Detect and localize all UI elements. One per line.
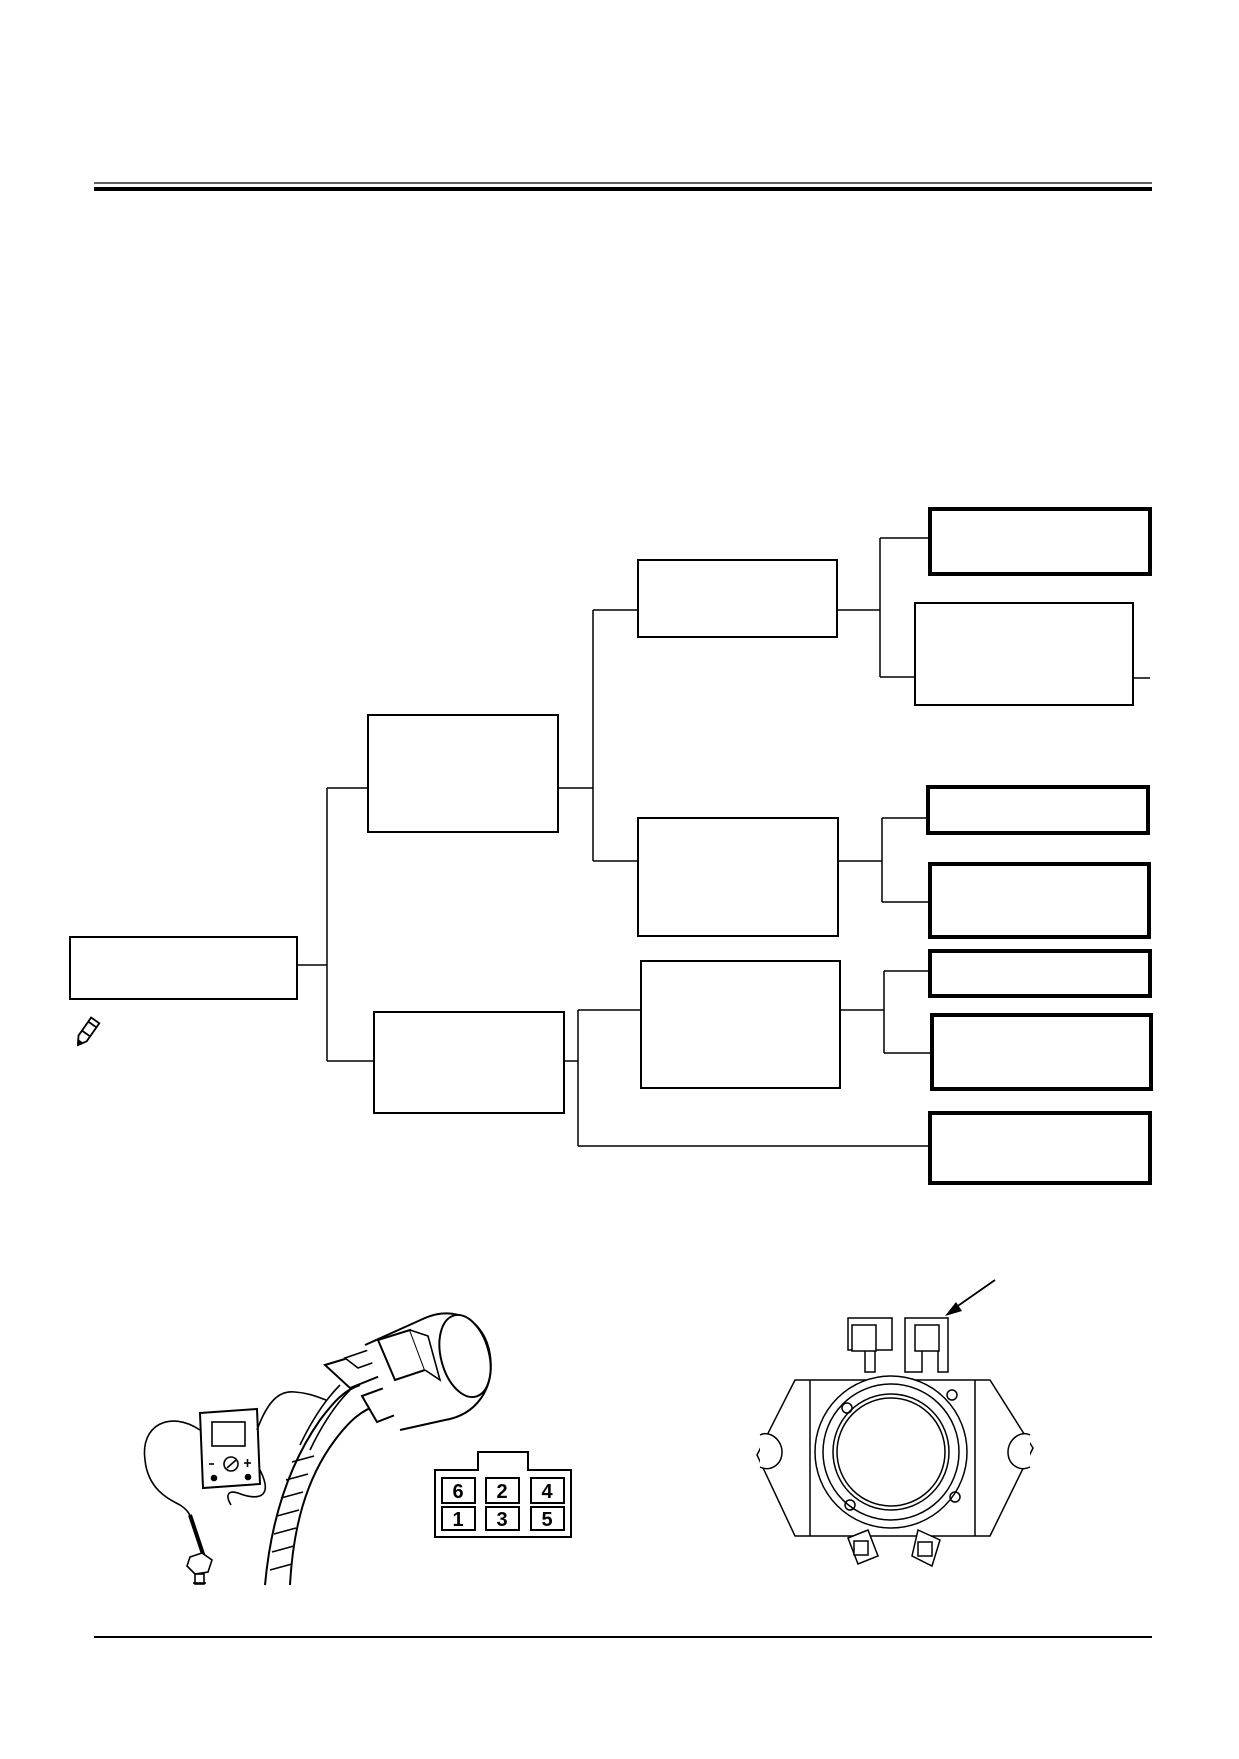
continuity-test-illustration [143, 1312, 492, 1586]
flowchart-box-upper-a [637, 559, 838, 638]
flowchart-box-root [69, 936, 298, 1000]
flowchart-box-lower-branch [373, 1011, 565, 1114]
flowchart-box-result-3 [926, 785, 1150, 835]
flowchart-box-lower-a [640, 960, 841, 1089]
flowchart-box-result-2 [914, 602, 1134, 706]
pin-label: 6 [452, 1481, 463, 1503]
flowchart-box-result-4 [928, 862, 1151, 939]
stator-icon [756, 1279, 1034, 1568]
flowchart-box-upper-branch [367, 714, 559, 833]
connector-pinout: 6 2 4 1 3 5 [434, 1451, 572, 1538]
multimeter-icon [198, 1407, 262, 1490]
pin-label: 4 [541, 1481, 553, 1503]
pin-label: 2 [496, 1481, 507, 1503]
flowchart-box-upper-b [637, 817, 839, 937]
flowchart-box-result-6 [930, 1013, 1153, 1091]
flowchart-box-result-7 [928, 1111, 1152, 1185]
pin-label: 1 [452, 1509, 463, 1531]
pin-label: 3 [496, 1509, 507, 1531]
ground-bolt-icon [186, 1552, 213, 1585]
flowchart-box-result-5 [928, 949, 1152, 998]
pencil-icon [77, 1016, 101, 1047]
pin-label: 5 [541, 1509, 552, 1531]
flowchart-connectors [297, 537, 1150, 1147]
header-rule [94, 182, 1152, 191]
flowchart-box-result-1 [928, 507, 1152, 576]
